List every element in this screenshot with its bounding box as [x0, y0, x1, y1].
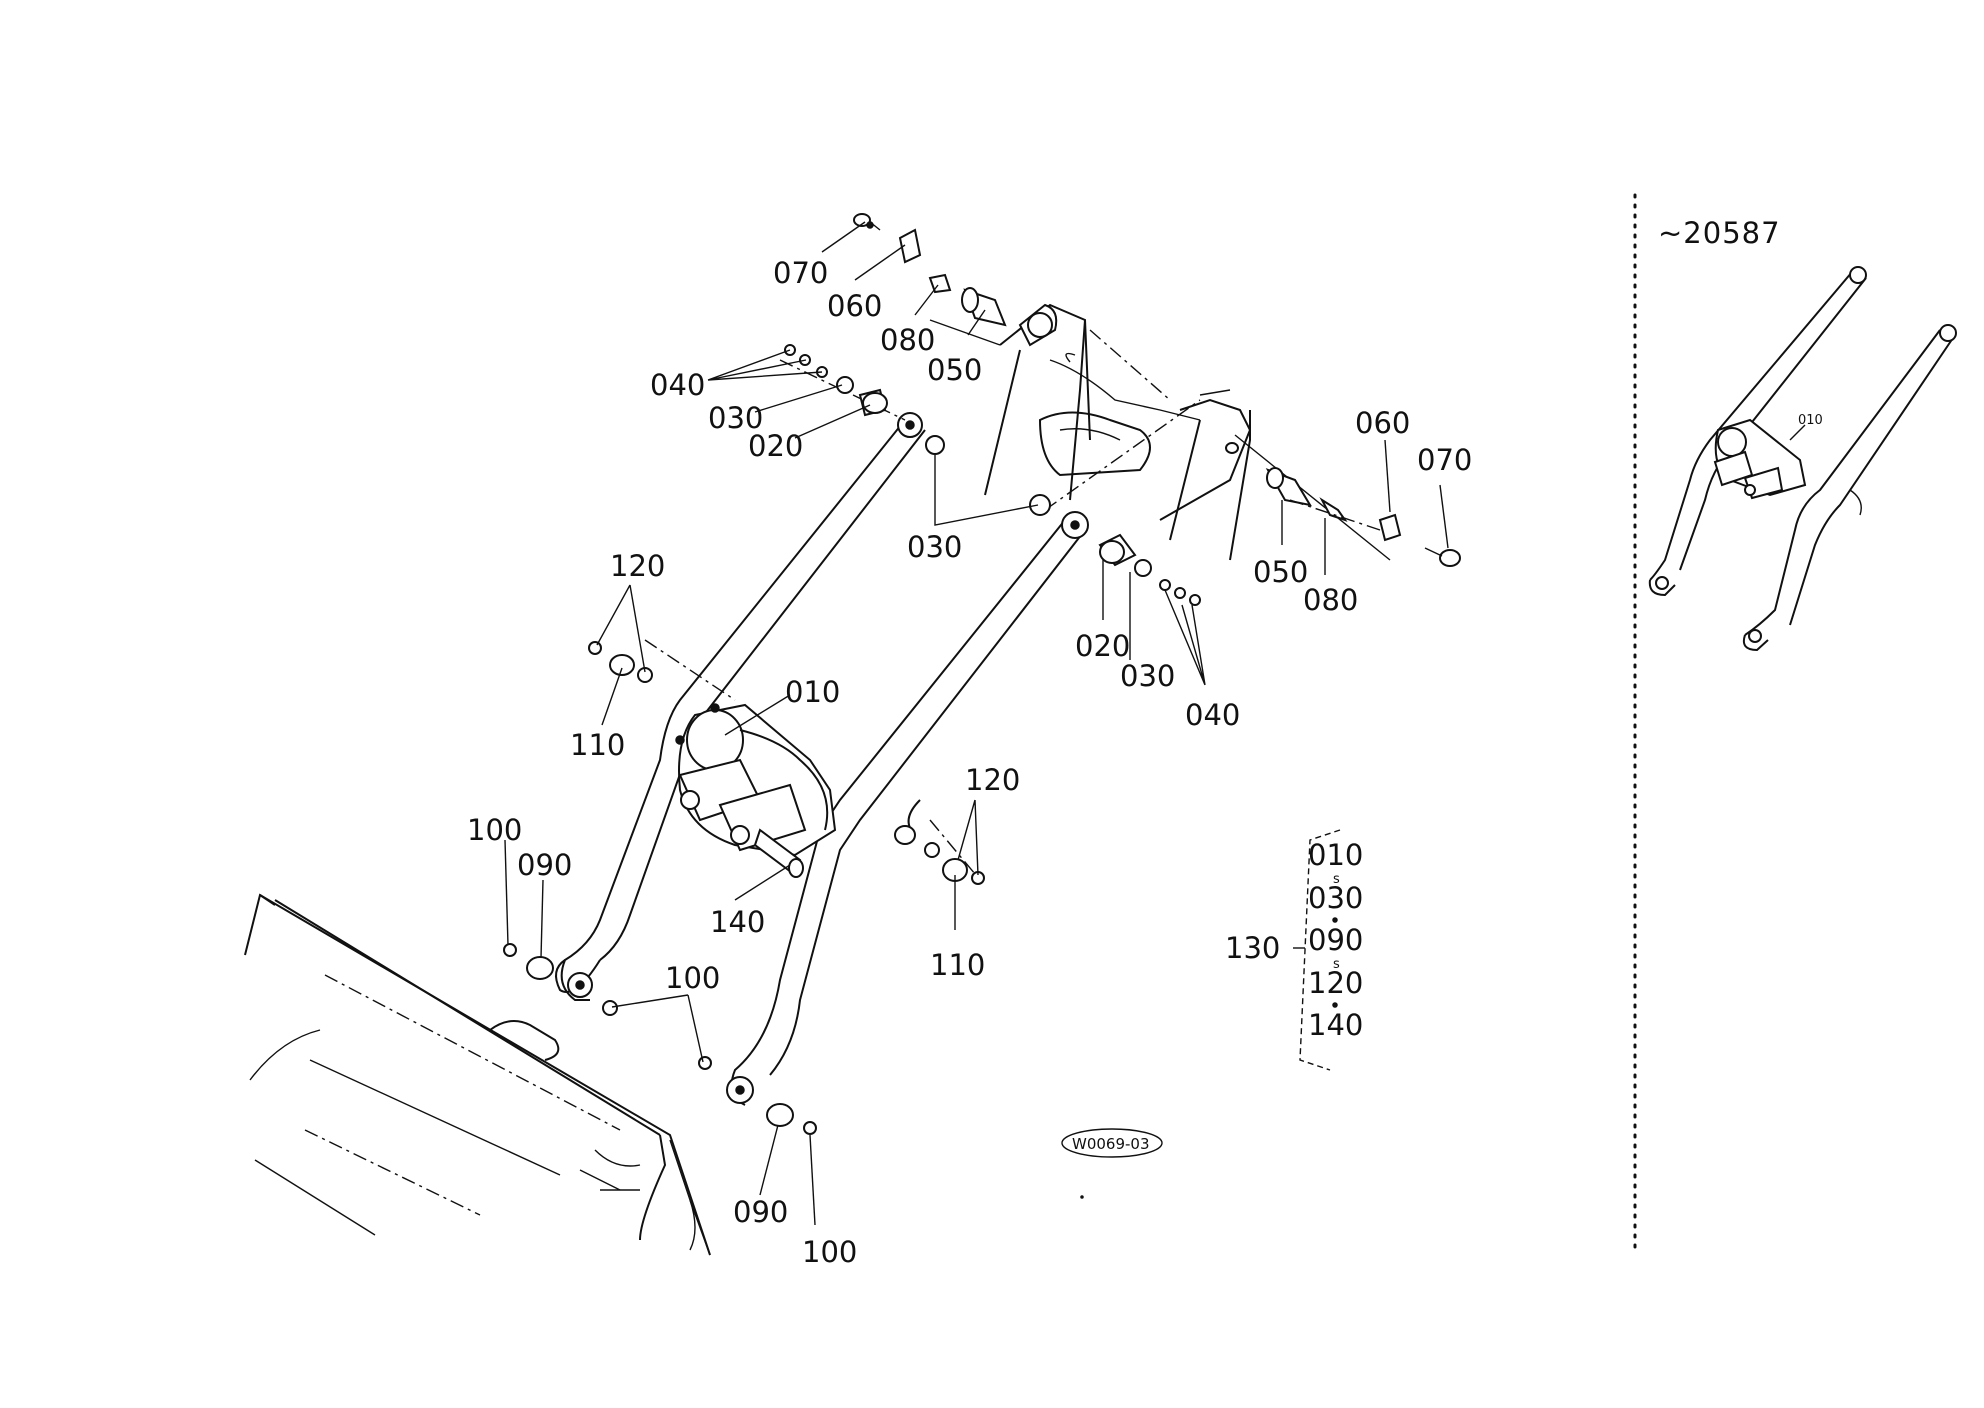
- right-bushing-set: [1098, 533, 1201, 606]
- group-item-4: 120: [1308, 966, 1363, 1000]
- callout-030-upper: 030: [708, 401, 763, 435]
- group-item-3: 090: [1308, 923, 1363, 957]
- callout-020-upper: 020: [748, 429, 803, 463]
- serial-range-inset: ~20587 010: [1648, 216, 1957, 652]
- callout-050-right: 050: [1253, 555, 1308, 589]
- callout-080-right: 080: [1303, 583, 1358, 617]
- callout-030-right: 030: [1120, 659, 1175, 693]
- callout-140: 140: [710, 905, 765, 939]
- callout-090-left: 090: [517, 848, 572, 882]
- lower-pin-hardware: [503, 943, 817, 1135]
- upper-bushing-set: [784, 344, 1051, 516]
- left-pin-hardware: [588, 641, 653, 683]
- assembly-group-130: 130 010 s 030 090 s 120 140: [1225, 829, 1363, 1071]
- cross-tube: [675, 703, 837, 878]
- callout-110-left: 110: [570, 728, 625, 762]
- callout-070-right: 070: [1417, 443, 1472, 477]
- callout-120-right: 120: [965, 763, 1020, 797]
- callout-020-right: 020: [1075, 629, 1130, 663]
- group-item-1: 010: [1308, 838, 1363, 872]
- upper-pin-assembly-left: [853, 213, 1076, 363]
- callout-120-left: 120: [610, 549, 665, 583]
- callout-110-right: 110: [930, 948, 985, 982]
- callout-100-left: 100: [467, 813, 522, 847]
- callout-100-bottom: 100: [802, 1235, 857, 1269]
- callouts: 070 060 080 050 040 030 020 030 020 030 …: [467, 256, 1472, 1269]
- drawing-code-stamp: W0069-03: [1061, 1128, 1163, 1158]
- bucket: [244, 893, 711, 1256]
- callout-040-upper: 040: [650, 368, 705, 402]
- drawing-code: W0069-03: [1072, 1135, 1150, 1153]
- svg-text:s: s: [1333, 957, 1340, 972]
- right-pin-hardware: [894, 825, 985, 885]
- callout-080-upper: 080: [880, 323, 935, 357]
- callout-040-right: 040: [1185, 698, 1240, 732]
- callout-090-bottom: 090: [733, 1195, 788, 1229]
- callout-030-middle: 030: [907, 530, 962, 564]
- callout-100-middle: 100: [665, 961, 720, 995]
- leader-lines: [504, 221, 1449, 1226]
- mounting-bracket: [984, 303, 1252, 561]
- loader-arm-drawing: [244, 213, 1461, 1256]
- group-label: 130: [1225, 931, 1280, 965]
- callout-010: 010: [785, 675, 840, 709]
- group-item-5: 140: [1308, 1008, 1363, 1042]
- callout-060-right: 060: [1355, 406, 1410, 440]
- svg-text:s: s: [1333, 872, 1340, 887]
- serial-note: ~20587: [1658, 216, 1781, 250]
- callout-050-upper: 050: [927, 353, 982, 387]
- callout-070-upper: 070: [773, 256, 828, 290]
- group-item-2: 030: [1308, 881, 1363, 915]
- upper-pin-assembly-right: [1225, 442, 1461, 567]
- inset-callout-010: 010: [1798, 413, 1823, 428]
- callout-060-upper: 060: [827, 289, 882, 323]
